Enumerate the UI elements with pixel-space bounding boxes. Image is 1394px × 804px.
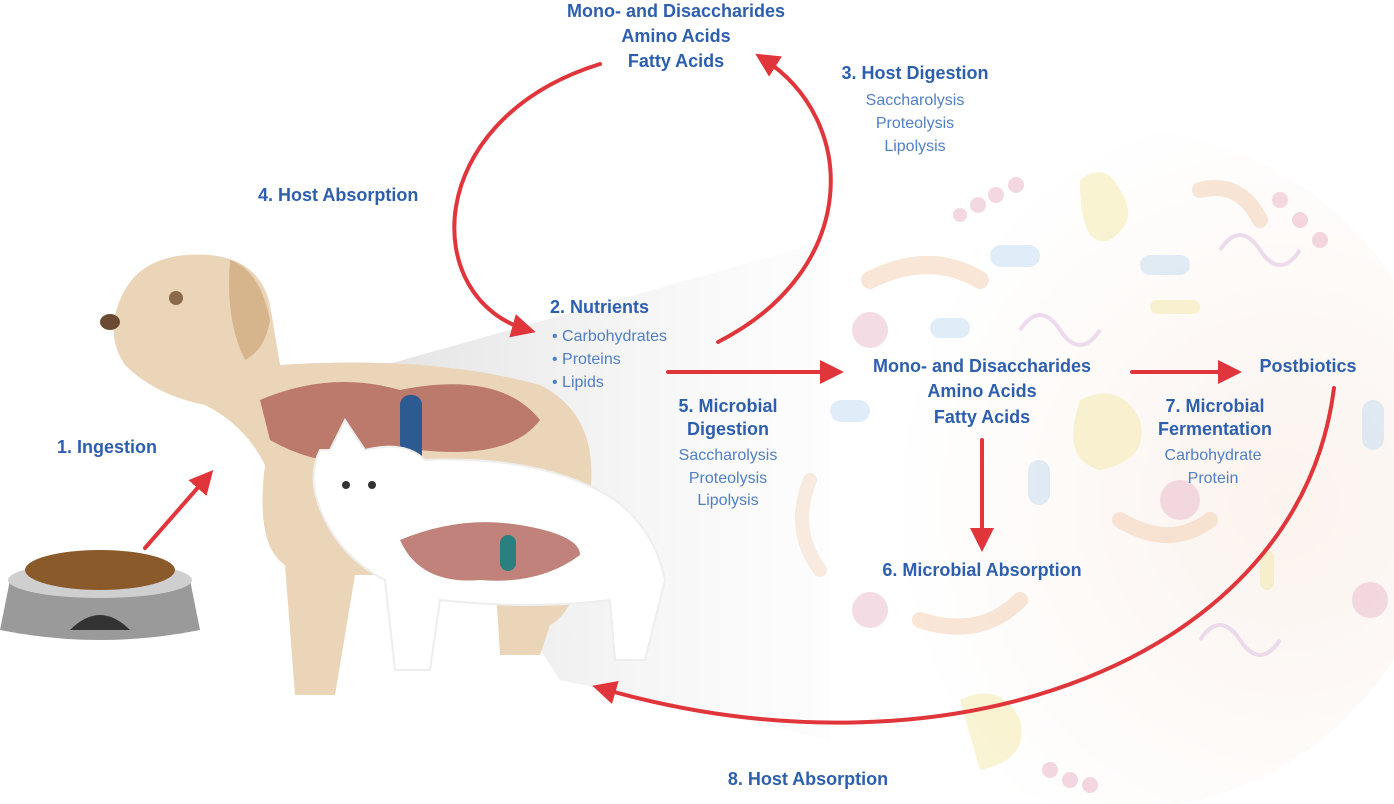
host-absorption-8-arrow — [592, 386, 1336, 725]
microbial-digestion-item: Saccharolysis — [678, 447, 778, 464]
top-products-line-1: Mono- and Disaccharides — [566, 1, 786, 21]
fermentation-item: Protein — [1187, 470, 1239, 487]
nutrient-item: • Carbohydrates — [552, 328, 667, 345]
flow-arrows — [143, 53, 1336, 725]
nutrient-item: • Lipids — [552, 374, 604, 391]
microbial-digestion-title-2: Digestion — [686, 419, 770, 439]
host-digestion-item: Proteolysis — [875, 115, 955, 132]
ingestion-arrow — [143, 469, 214, 550]
host-absorption-arrow — [452, 62, 602, 338]
microbial-fermentation-title-1: 7. Microbial — [1165, 396, 1265, 416]
food-bowl-illustration — [0, 550, 200, 640]
microbial-absorption-label: 6. Microbial Absorption — [882, 560, 1082, 580]
top-products-line-2: Amino Acids — [621, 26, 731, 46]
nutrients-title: 2. Nutrients — [550, 297, 650, 317]
microbial-products-line-2: Amino Acids — [927, 381, 1037, 401]
host-digestion-item: Lipolysis — [884, 138, 946, 155]
host-digestion-item: Saccharolysis — [865, 92, 965, 109]
microbial-digestion-item: Proteolysis — [688, 470, 768, 487]
host-absorption-4-label: 4. Host Absorption — [258, 185, 419, 205]
cat-illustration — [312, 418, 667, 671]
microbial-products-line-3: Fatty Acids — [933, 407, 1031, 427]
microbial-digestion-item: Lipolysis — [697, 492, 759, 509]
host-absorption-8-label: 8. Host Absorption — [727, 769, 889, 789]
host-digestion-arrow — [716, 53, 833, 344]
ingestion-label: 1. Ingestion — [57, 437, 158, 457]
microbial-fermentation-title-2: Fermentation — [1157, 419, 1273, 439]
fermentation-item: Carbohydrate — [1164, 447, 1262, 464]
top-products-line-3: Fatty Acids — [627, 51, 725, 71]
microbiome-background — [790, 130, 1394, 804]
host-digestion-title: 3. Host Digestion — [841, 63, 989, 83]
microbial-products-line-1: Mono- and Disaccharides — [872, 356, 1092, 376]
microbial-digestion-title-1: 5. Microbial — [678, 396, 778, 416]
nutrient-item: • Proteins — [552, 351, 621, 368]
postbiotics-label: Postbiotics — [1259, 356, 1357, 376]
